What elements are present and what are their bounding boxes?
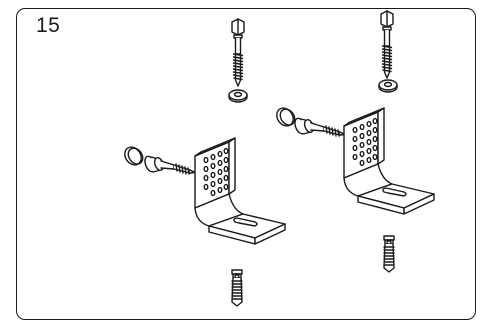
left-l-bracket-icon	[194, 137, 286, 245]
step-number: 15	[36, 14, 61, 37]
left-wall-anchor-icon	[231, 269, 243, 307]
step-frame	[16, 8, 476, 320]
right-l-bracket-icon	[343, 107, 435, 215]
right-cap-icon	[272, 104, 299, 130]
right-washer-icon	[378, 79, 398, 93]
left-washer-icon	[228, 89, 248, 103]
right-wall-screw-icon	[292, 116, 346, 137]
left-lag-bolt-icon	[231, 18, 245, 87]
left-wall-screw-icon	[142, 154, 196, 175]
right-wall-anchor-icon	[383, 235, 395, 273]
left-cap-icon	[120, 143, 147, 169]
right-lag-bolt-icon	[380, 10, 394, 79]
